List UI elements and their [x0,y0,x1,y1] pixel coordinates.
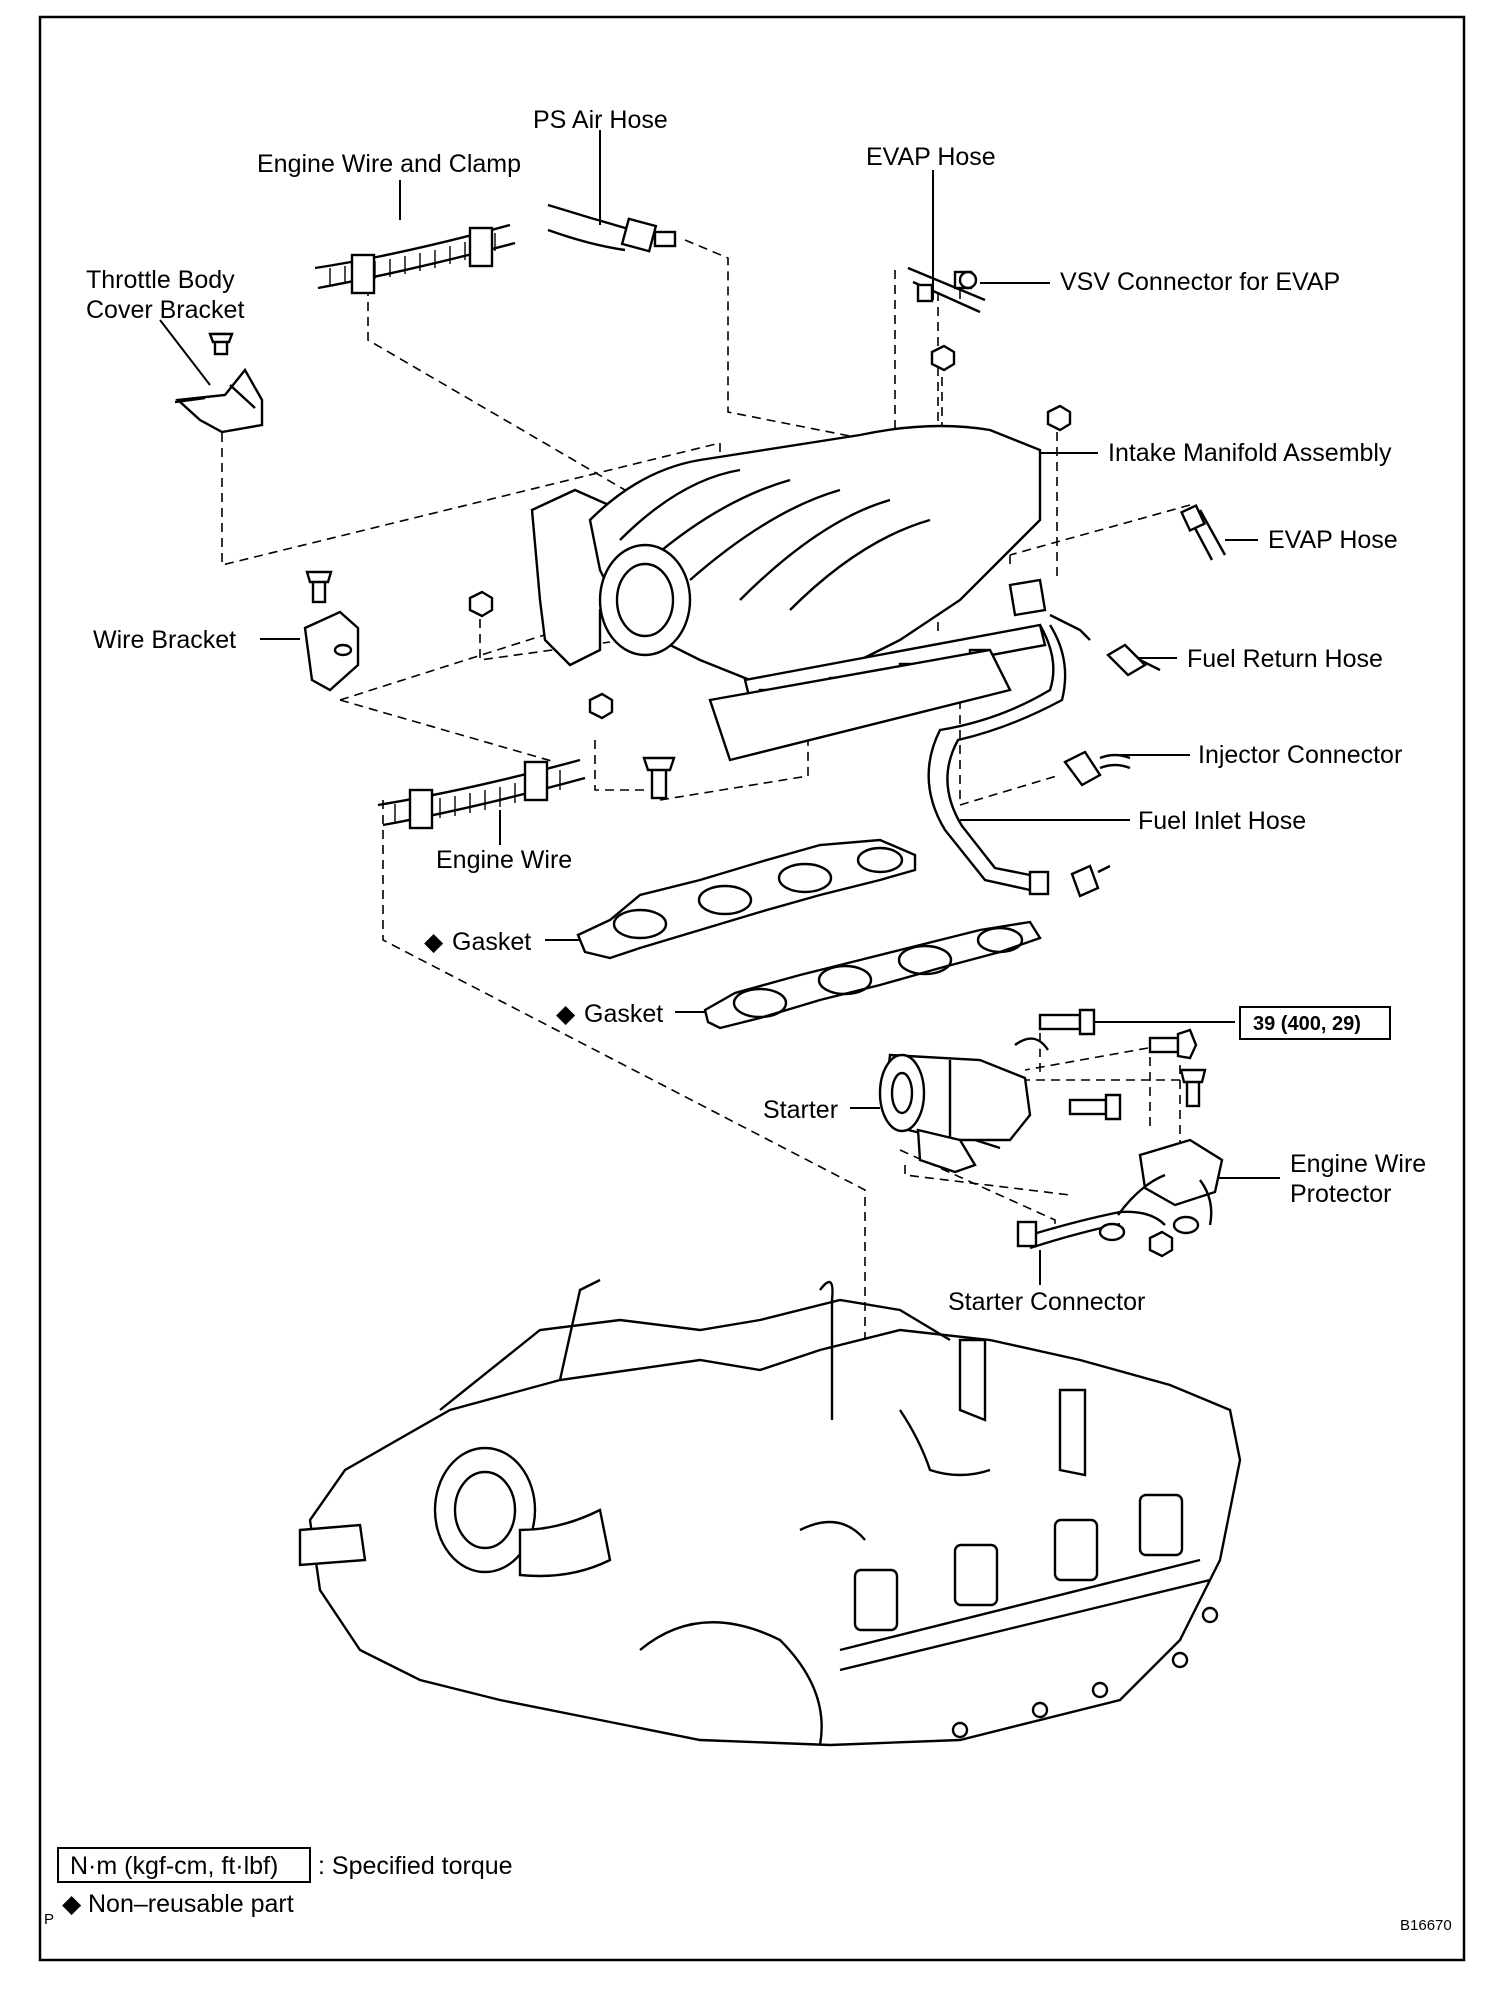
label-evap-hose-right: EVAP Hose [1268,526,1398,554]
legend-nonreusable-symbol: ◆ [62,1890,82,1918]
label-engine-wire-protector-line1: Engine Wire [1290,1150,1426,1178]
throttle-body-cover-bracket [174,332,264,434]
engine-block [298,1278,1242,1747]
figure-frame [38,15,1466,1962]
label-vsv-connector-for-evap: VSV Connector for EVAP [1060,268,1340,296]
gasket-lower [703,920,1042,1030]
label-throttle-body-cover-bracket-line2: Cover Bracket [86,296,244,324]
fuel-return-hose [1049,613,1161,677]
label-evap-hose-top: EVAP Hose [866,143,996,171]
label-throttle-body-cover-bracket-line1: Throttle Body [86,266,235,294]
legend-torque-box [57,1847,311,1883]
nuts [468,344,1174,1258]
label-gasket-1: Gasket [452,928,531,956]
nonreusable-marker-gasket-2: ◆ [556,1000,576,1028]
nonreusable-marker-gasket-1: ◆ [424,928,444,956]
legend: N·m (kgf-cm, ft·lbf) : Specified torque … [57,1847,513,1918]
legend-torque-desc: : Specified torque [318,1852,513,1880]
engine-wire [377,758,586,830]
callout-labels: PS Air Hose Engine Wire and Clamp EVAP H… [86,106,1426,1316]
label-engine-wire-and-clamp: Engine Wire and Clamp [257,150,521,178]
starter [878,1037,1050,1174]
gasket-upper [576,838,917,960]
label-engine-wire: Engine Wire [436,846,572,874]
legend-nonreusable-desc: Non–reusable part [88,1890,294,1918]
label-engine-wire-protector-line2: Protector [1290,1180,1391,1208]
label-starter-connector: Starter Connector [948,1288,1145,1316]
fuel-inlet-hose [927,624,1111,898]
label-gasket-2: Gasket [584,1000,663,1028]
label-injector-connector: Injector Connector [1198,741,1402,769]
label-fuel-return-hose: Fuel Return Hose [1187,645,1383,673]
label-ps-air-hose: PS Air Hose [533,106,668,134]
torque-spec-box [1239,1006,1391,1040]
legend-torque-unit: N·m (kgf-cm, ft·lbf) [70,1852,278,1880]
label-intake-manifold-assembly: Intake Manifold Assembly [1108,439,1392,467]
bolts [642,756,1207,1121]
corner-mark: P [44,1911,54,1928]
engine-wire-protector [1117,1138,1224,1235]
starter-connector [1016,1210,1166,1250]
leader-lines [159,130,1280,1285]
intake-manifold-assembly [530,424,1047,762]
evap-hose-right [1179,503,1227,561]
torque-spec-starter-bolt: 39 (400, 29) [1253,1013,1361,1035]
wire-bracket [303,570,360,692]
ps-air-hose [547,203,677,253]
label-starter: Starter [763,1096,838,1124]
injector-connector [1063,750,1131,787]
figure-code: B16670 [1400,1917,1452,1934]
label-fuel-inlet-hose: Fuel Inlet Hose [1138,807,1306,835]
label-wire-bracket: Wire Bracket [93,626,236,654]
engine-wire-and-clamp [314,223,516,295]
evap-hose-top [907,266,986,314]
